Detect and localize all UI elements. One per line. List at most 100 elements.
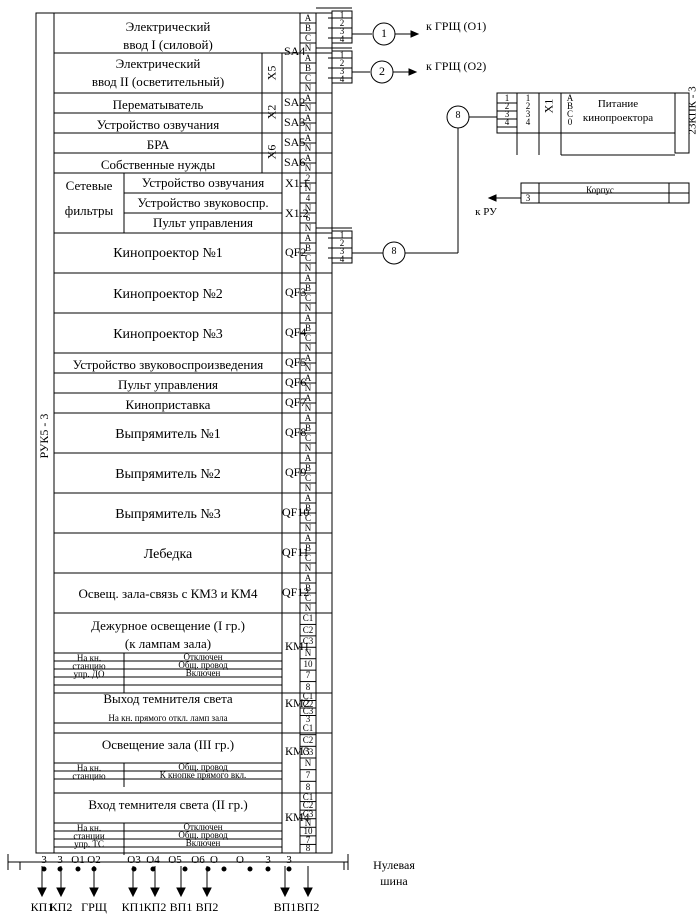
strip-number: 4 xyxy=(339,254,345,264)
device-sa3: SA3 xyxy=(284,115,306,129)
device-km: КМ4 xyxy=(285,810,310,824)
terminal-label: A xyxy=(304,392,312,403)
device-qf: QF9 xyxy=(285,465,307,479)
strip-number: 4 xyxy=(339,74,345,84)
terminal-label: N xyxy=(304,122,312,133)
km1-row: Отключен xyxy=(183,652,223,662)
feeder-label-10: Пульт управления xyxy=(117,377,219,392)
terminal-label: C xyxy=(304,552,312,563)
bus-dot xyxy=(182,866,188,872)
device-qf: QF10 xyxy=(282,505,310,519)
feeder-label-2: Перематыватель xyxy=(112,97,204,112)
terminal-label: N xyxy=(304,362,312,373)
km4-row: Включен xyxy=(185,838,221,848)
device-qf: QF3 xyxy=(285,285,307,299)
terminal-label: N xyxy=(304,382,312,393)
projector-device-strip xyxy=(674,92,690,154)
node-2-label: 2 xyxy=(379,64,385,78)
bus-dot xyxy=(221,866,227,872)
bus-output-arrow xyxy=(128,887,138,898)
terminal-label: A xyxy=(304,132,312,143)
bus-output-arrow xyxy=(56,887,66,898)
terminal-label: N xyxy=(304,342,312,353)
bus-mark: O6 xyxy=(191,854,205,866)
terminal-label: N xyxy=(304,182,312,193)
terminal-label: A xyxy=(304,492,312,503)
x1-number: 3 xyxy=(525,109,531,119)
terminal-label: C2 xyxy=(302,735,314,745)
feeder-label-5: Собственные нужды xyxy=(100,157,216,172)
terminal-label: C3 xyxy=(302,746,314,757)
body-number: 3 xyxy=(525,193,531,203)
bus-mark: O4 xyxy=(146,854,160,866)
terminal-label: A xyxy=(304,452,312,463)
to-ru-arrow xyxy=(487,194,497,202)
x1-number: 2 xyxy=(525,101,531,111)
panel-frame xyxy=(35,12,333,854)
terminal-label: N xyxy=(304,222,312,233)
feeder-label-8: Кинопроектор №3 xyxy=(113,327,223,342)
terminal-label: B xyxy=(304,582,312,593)
device-sa6: SA6 xyxy=(284,155,306,169)
device-km: КМ2 xyxy=(285,696,310,710)
bus-output-arrow xyxy=(150,887,160,898)
terminal-label: A xyxy=(304,572,312,583)
bus-dot xyxy=(265,866,271,872)
feeder-label-6: Кинопроектор №1 xyxy=(113,246,223,261)
bus-output-label: ГРЩ xyxy=(81,900,107,914)
feeder-label-14: Выпрямитель №3 xyxy=(115,507,221,522)
terminal-label: A xyxy=(304,352,312,363)
terminal-label: 2 xyxy=(305,172,311,183)
terminal-label: N xyxy=(304,82,312,93)
terminal-label: A xyxy=(304,152,312,163)
strip-o1 xyxy=(331,10,353,44)
feeder-label-13: Выпрямитель №2 xyxy=(115,467,221,482)
km4-row: Отключен xyxy=(183,822,223,832)
device-sa4: SA4 xyxy=(284,44,306,58)
terminal-label: C xyxy=(304,472,312,483)
terminal-label: 8 xyxy=(305,781,311,792)
device-x2: X2 xyxy=(264,104,279,120)
device-x12: X1.2 xyxy=(285,206,309,220)
strip-number: 2 xyxy=(339,18,345,28)
feeder-label-3: Устройство озвучания xyxy=(96,117,220,132)
device-qf: QF5 xyxy=(285,355,307,369)
terminal-label: N xyxy=(304,442,312,453)
bus-label: Нулевая шина xyxy=(373,858,415,888)
to-grsh-o1-label: к ГРЩ (О1) xyxy=(426,19,487,33)
to-grsh-o2-label: к ГРЩ (О2) xyxy=(426,59,487,73)
bus-mark: O xyxy=(210,854,218,866)
km3-row: К кнопке прямого вкл. xyxy=(159,770,247,780)
x1-number: 3 xyxy=(504,109,510,119)
terminal-label: N xyxy=(304,562,312,573)
device-x11: X1.1 xyxy=(285,176,309,190)
terminal-label: B xyxy=(304,62,312,73)
strip-number: 1 xyxy=(339,50,345,60)
terminal-label: C3 xyxy=(302,808,314,819)
bus-output-label: КП2 xyxy=(143,900,167,914)
bus-output-label: ВП2 xyxy=(195,900,219,914)
x1-number: 4 xyxy=(504,117,510,127)
body-label: Корпус xyxy=(586,185,614,195)
feeder-label-12: Выпрямитель №1 xyxy=(115,427,221,442)
feeder-label-9: Устройство звуковоспроизведения xyxy=(72,357,264,372)
bus-output-label: ВП2 xyxy=(296,900,320,914)
x1-number: 4 xyxy=(525,117,531,127)
device-x6: X6 xyxy=(264,144,279,160)
bus-output-arrow xyxy=(176,887,186,898)
feeder-label-11: Киноприставка xyxy=(125,397,211,412)
terminal-label: N xyxy=(304,647,312,658)
terminal-label: A xyxy=(304,232,312,243)
terminal-label: C1 xyxy=(302,723,314,734)
feeder-label-15: Лебедка xyxy=(143,547,193,562)
terminal-label: B xyxy=(304,462,312,473)
terminal-label: A xyxy=(304,272,312,283)
bus-output-label: КП1 xyxy=(30,900,54,914)
km4-row: Общ. провод xyxy=(178,830,228,840)
bus-output-arrow xyxy=(37,887,47,898)
km3-row: Общ. провод xyxy=(178,762,228,772)
terminal-label: N xyxy=(304,162,312,173)
x1-number: 1 xyxy=(504,93,510,103)
terminal-label: B xyxy=(304,282,312,293)
